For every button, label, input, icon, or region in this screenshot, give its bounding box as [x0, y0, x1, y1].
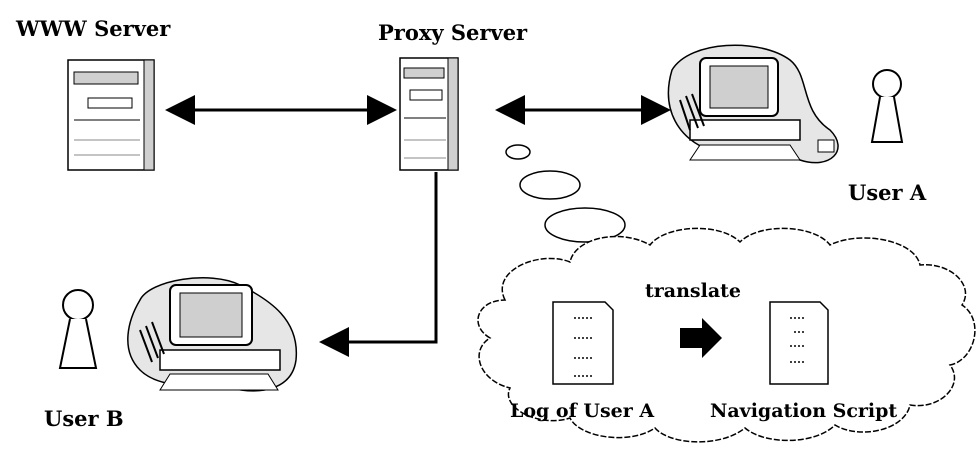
www-server-label: WWW Server	[16, 16, 171, 41]
user-b-label: User B	[44, 406, 124, 431]
proxy-userb-connector	[319, 172, 438, 357]
translation-cloud	[477, 227, 976, 443]
thought-bubbles	[505, 144, 626, 243]
user-a-computer-icon	[667, 44, 839, 164]
user-a-label: User A	[848, 180, 927, 205]
translate-arrow-icon	[680, 318, 722, 358]
user-b-computer-icon	[127, 277, 298, 392]
log-label: Log of User A	[510, 400, 655, 422]
navigation-script-label: Navigation Script	[710, 400, 898, 422]
user-b-person-icon	[58, 289, 98, 369]
proxy-server-icon	[399, 57, 459, 171]
script-document-icon	[769, 301, 829, 385]
user-a-person-icon	[870, 69, 904, 143]
proxy-server-label: Proxy Server	[378, 20, 528, 45]
log-document-icon	[552, 301, 614, 385]
translate-label: translate	[645, 280, 742, 302]
www-server-icon	[67, 59, 155, 171]
